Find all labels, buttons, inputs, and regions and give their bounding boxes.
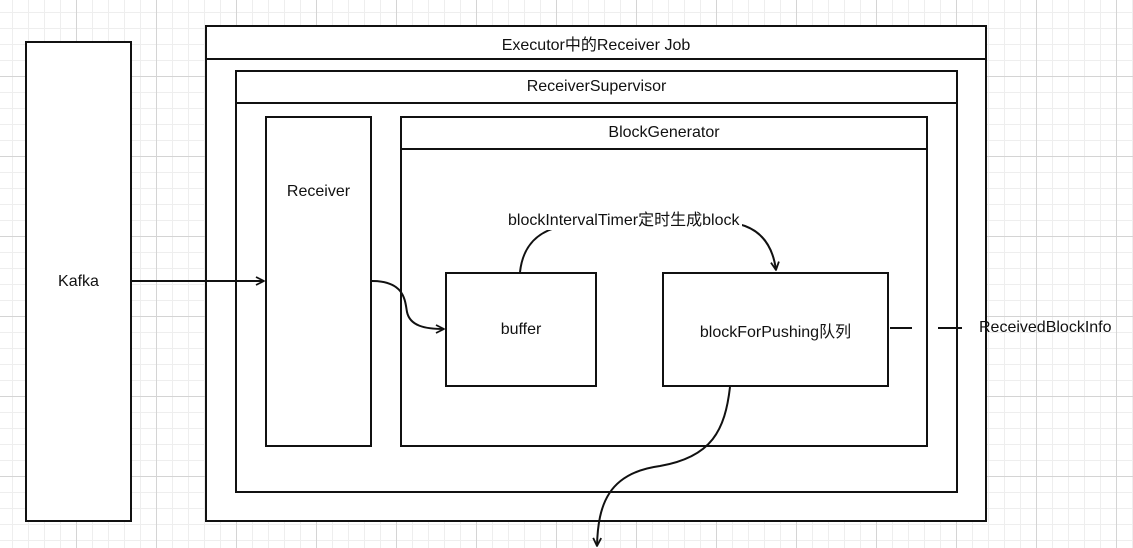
- block-for-pushing-queue-node[interactable]: blockForPushing队列: [662, 272, 889, 387]
- timer-loop-edge-label: blockIntervalTimer定时生成block: [505, 212, 743, 230]
- kafka-label: Kafka: [58, 272, 99, 290]
- block-for-pushing-label: blockForPushing队列: [699, 323, 852, 341]
- buffer-label: buffer: [500, 320, 542, 338]
- receiver-node[interactable]: Receiver: [265, 116, 372, 447]
- buffer-node[interactable]: buffer: [445, 272, 597, 387]
- receiver-supervisor-title: ReceiverSupervisor: [237, 72, 956, 104]
- receiver-label: Receiver: [286, 182, 351, 200]
- executor-receiver-job-title: Executor中的Receiver Job: [207, 27, 985, 60]
- edge-receiver-to-buffer: [371, 280, 445, 334]
- kafka-node[interactable]: Kafka: [25, 41, 132, 522]
- received-block-info-edge-label: ReceivedBlockInfo: [979, 319, 1112, 336]
- block-generator-title: BlockGenerator: [402, 118, 926, 150]
- edge-block-for-pushing-downward: [592, 386, 731, 547]
